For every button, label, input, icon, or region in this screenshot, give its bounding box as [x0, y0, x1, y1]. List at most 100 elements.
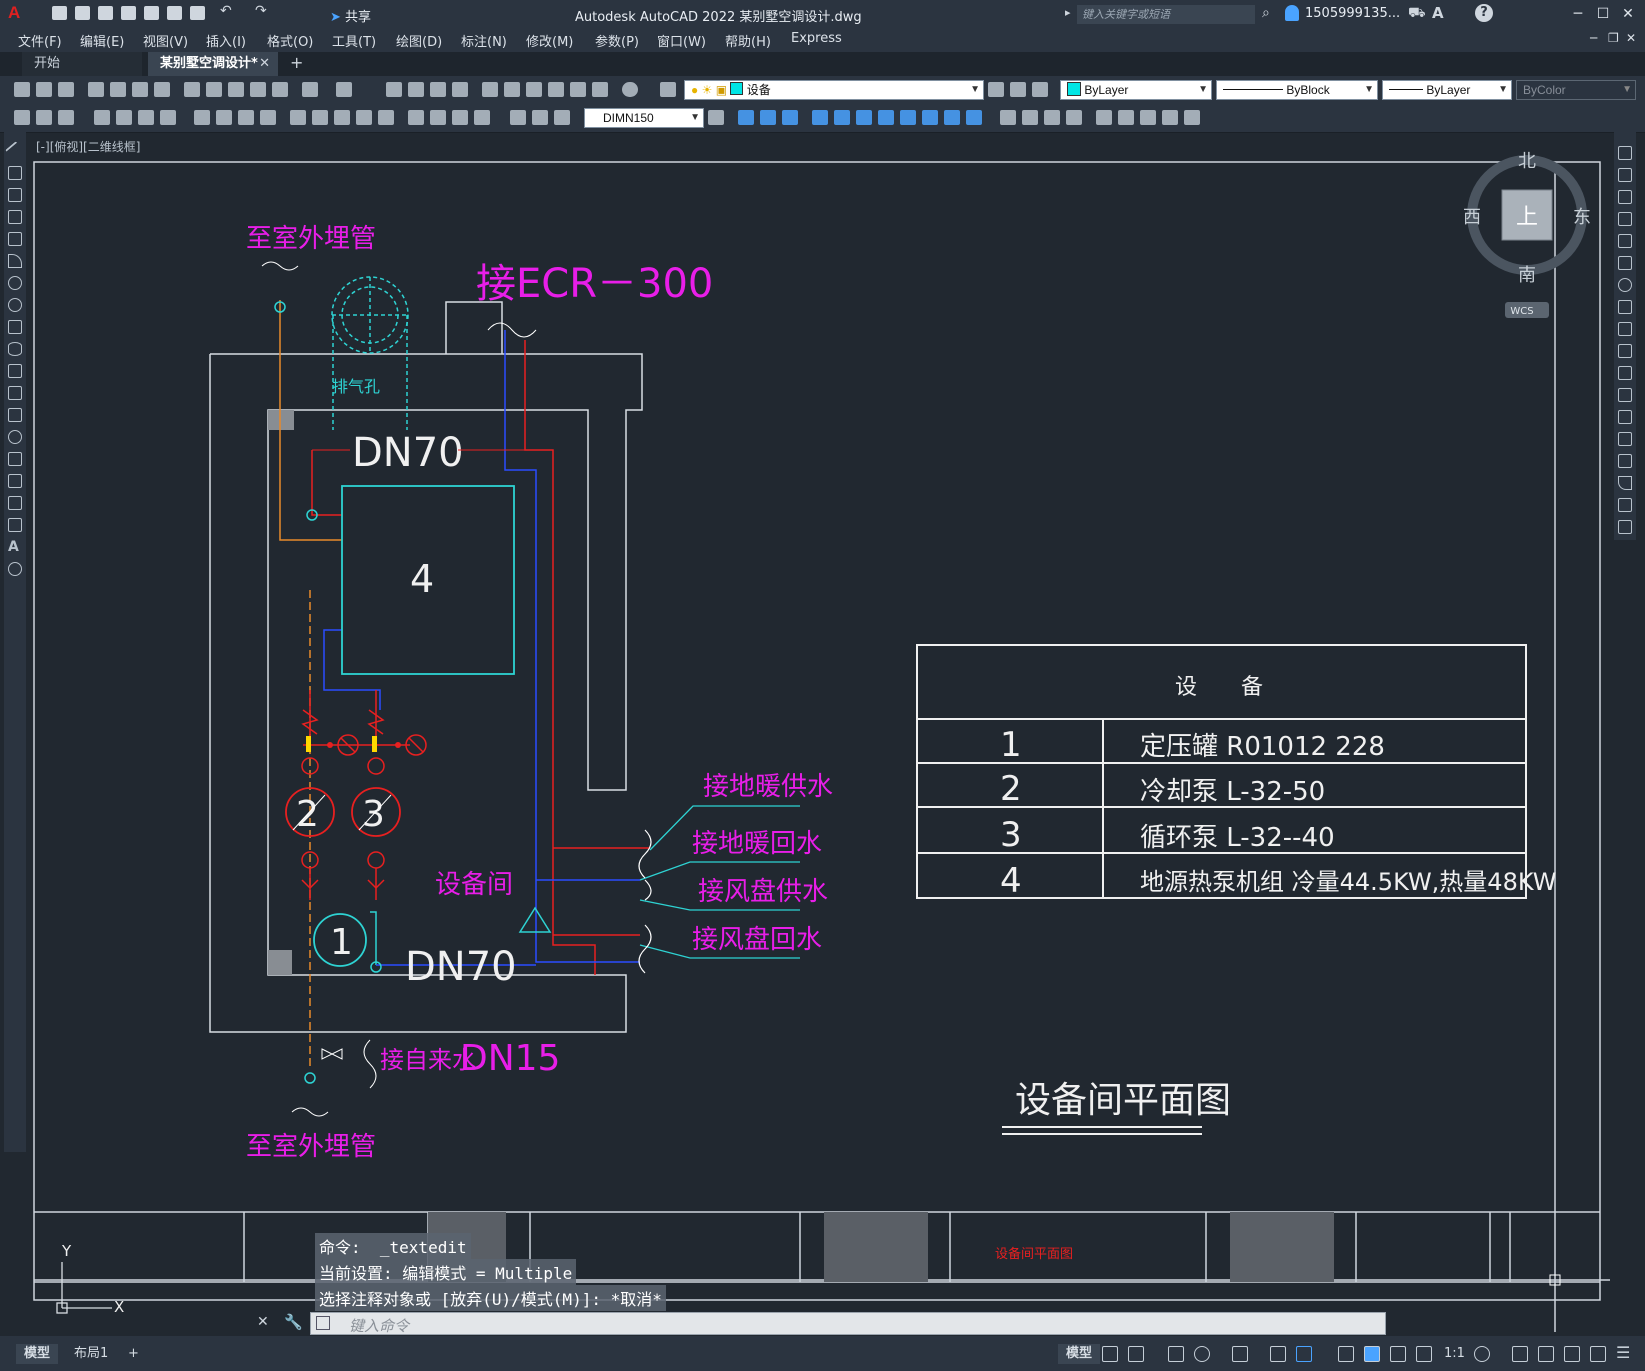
open-file-icon[interactable]: [75, 6, 90, 20]
command-prompt-icon[interactable]: [316, 1316, 330, 1330]
blend-curves-icon[interactable]: [1618, 498, 1632, 512]
jogged-linear-icon[interactable]: [408, 110, 424, 125]
minimize-button[interactable]: ─: [1573, 6, 1583, 22]
lock-icon[interactable]: ▣: [715, 83, 728, 97]
autocad-logo[interactable]: A: [8, 3, 21, 22]
sheet-set-icon[interactable]: [548, 82, 564, 97]
tab-start[interactable]: 开始: [22, 52, 142, 76]
undo-icon[interactable]: [302, 82, 318, 97]
zoom-realtime-icon[interactable]: [408, 82, 424, 97]
extend-icon[interactable]: [1618, 366, 1632, 380]
snap-icon[interactable]: [1128, 1346, 1144, 1362]
ellipse-arc-icon[interactable]: [8, 364, 22, 378]
viewport-controls[interactable]: [-][俯视][二维线框]: [36, 140, 141, 154]
tab-close-icon[interactable]: ✕: [259, 56, 270, 71]
tool-palettes-icon[interactable]: [526, 82, 542, 97]
cart-icon[interactable]: ⛟: [1408, 5, 1426, 21]
zoom-previous-icon[interactable]: [452, 82, 468, 97]
collect-leader-icon[interactable]: [554, 110, 570, 125]
stretch-icon[interactable]: [1618, 322, 1632, 336]
break-icon[interactable]: [312, 110, 328, 125]
markup-icon[interactable]: [570, 82, 586, 97]
annotation-visibility-icon[interactable]: [1364, 1346, 1380, 1362]
make-current-icon[interactable]: [988, 82, 1004, 97]
help-icon[interactable]: ?: [1475, 4, 1493, 22]
print-icon[interactable]: [190, 6, 205, 20]
presspull-icon[interactable]: [900, 110, 916, 125]
sweep-icon[interactable]: [856, 110, 872, 125]
isodraft-icon[interactable]: [1232, 1346, 1248, 1362]
slice-icon[interactable]: [922, 110, 938, 125]
gear-icon[interactable]: [1474, 1346, 1490, 1362]
interfere-icon[interactable]: [966, 110, 982, 125]
tolerance-icon[interactable]: [334, 110, 350, 125]
autodesk-apps-icon[interactable]: A: [1432, 4, 1444, 22]
break-at-point-icon[interactable]: [1618, 388, 1632, 402]
hardware-acceleration-icon[interactable]: [1564, 1346, 1580, 1362]
3d-move-icon[interactable]: [1096, 110, 1112, 125]
tab-model[interactable]: 模型: [16, 1344, 59, 1364]
fillet-icon[interactable]: [1618, 476, 1632, 490]
search-icon[interactable]: ⌕: [1262, 5, 1270, 21]
pan-icon[interactable]: [386, 82, 402, 97]
inspection-icon[interactable]: [378, 110, 394, 125]
3d-rotate-icon[interactable]: [1118, 110, 1134, 125]
dimension-aligned-icon[interactable]: [36, 110, 52, 125]
multiline-text-icon[interactable]: A: [8, 539, 19, 555]
dimension-text-edit-icon[interactable]: [452, 110, 468, 125]
erase-icon[interactable]: [1618, 146, 1632, 160]
wcs-menu[interactable]: [1505, 302, 1549, 318]
rotate-icon[interactable]: [1618, 278, 1632, 292]
undo-icon[interactable]: ↶: [220, 3, 232, 19]
rectangle-icon[interactable]: [8, 232, 22, 246]
menu-edit[interactable]: 编辑(E): [80, 35, 125, 50]
viewcube-top-face[interactable]: [1501, 189, 1553, 241]
thicken-icon[interactable]: [1066, 110, 1082, 125]
viewcube[interactable]: 上 北 南 东 西 WCS: [1463, 151, 1591, 318]
dimstyle-manager-icon[interactable]: [708, 110, 724, 125]
arc-length-icon[interactable]: [58, 110, 74, 125]
user-account[interactable]: 1505999135...: [1305, 6, 1401, 21]
clean-screen-icon[interactable]: [1590, 1346, 1606, 1362]
layer-properties-icon[interactable]: [660, 82, 676, 97]
new-tab-button[interactable]: +: [290, 53, 304, 72]
chamfer-icon[interactable]: [1618, 454, 1632, 468]
insert-block-icon[interactable]: [8, 386, 22, 400]
lineweight-dropdown[interactable]: ByLayer ▼: [1382, 80, 1512, 100]
move-icon[interactable]: [1618, 256, 1632, 270]
3d-orbit-icon[interactable]: [738, 110, 754, 125]
menu-parametric[interactable]: 参数(P): [595, 35, 639, 50]
publish-icon[interactable]: [132, 82, 148, 97]
subtract-icon[interactable]: [782, 110, 798, 125]
revision-cloud-icon[interactable]: [8, 298, 22, 312]
polyline-icon[interactable]: [8, 188, 22, 202]
save-as-icon[interactable]: [121, 6, 136, 20]
tab-layout1[interactable]: 布局1: [74, 1346, 109, 1361]
copy-icon[interactable]: [206, 82, 222, 97]
radius-icon[interactable]: [116, 110, 132, 125]
jogged-icon[interactable]: [138, 110, 154, 125]
object-snap-tracking-icon[interactable]: [1270, 1346, 1286, 1362]
object-snap-icon[interactable]: [1296, 1346, 1312, 1362]
array-icon[interactable]: [1618, 234, 1632, 248]
arc-icon[interactable]: [8, 254, 22, 268]
command-input[interactable]: 键入命令: [310, 1312, 1386, 1335]
ellipse-icon[interactable]: [8, 342, 22, 356]
redo-icon[interactable]: ↷: [255, 3, 267, 19]
paste-icon[interactable]: [228, 82, 244, 97]
model-space-button[interactable]: 模型: [1058, 1344, 1101, 1364]
auto-scale-icon[interactable]: [1390, 1346, 1406, 1362]
redo-icon[interactable]: [336, 82, 352, 97]
section-icon[interactable]: [944, 110, 960, 125]
compass-north[interactable]: 北: [1518, 151, 1536, 172]
tab-drawing[interactable]: 某别墅空调设计*✕: [148, 52, 278, 76]
qnew-icon[interactable]: [14, 82, 30, 97]
plot-preview-icon[interactable]: [167, 6, 182, 20]
block-editor-icon[interactable]: [272, 82, 288, 97]
menu-tools[interactable]: 工具(T): [332, 35, 377, 50]
preview-icon[interactable]: [110, 82, 126, 97]
customize-command-icon[interactable]: 🔧: [284, 1313, 303, 1331]
design-center-icon[interactable]: [504, 82, 520, 97]
menu-help[interactable]: 帮助(H): [725, 35, 771, 50]
add-layout-button[interactable]: +: [128, 1346, 139, 1361]
